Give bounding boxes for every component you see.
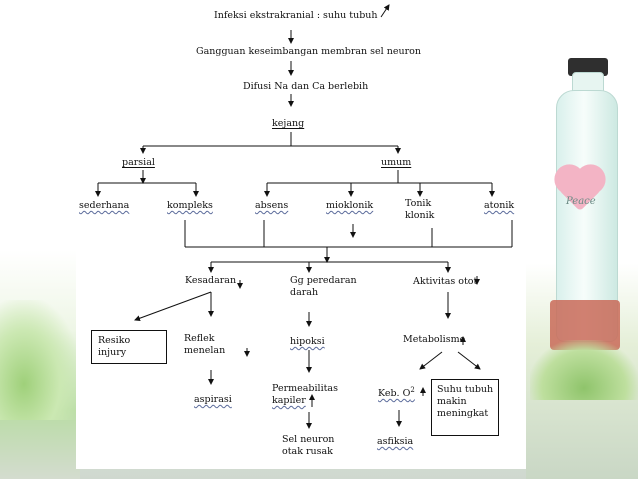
- arrow-to-resiko: [134, 291, 212, 322]
- node-permeabilitas-line2: kapiler: [272, 395, 306, 406]
- node-metabolisme: Metabolisme: [403, 334, 466, 345]
- node-infeksi: Infeksi ekstrakranial : suhu tubuh: [214, 10, 378, 22]
- bottle-cap-decoration: [568, 58, 608, 76]
- node-gg-line1: Gg peredaran: [290, 275, 357, 286]
- node-suhu-line2: makin: [437, 396, 467, 407]
- arrow-to-keb-o2: [419, 351, 443, 370]
- node-keb-o2-text: Keb. O: [378, 388, 411, 400]
- node-sederhana: sederhana: [79, 200, 130, 211]
- node-reflek-line1: Reflek: [184, 333, 215, 344]
- node-gangguan: Gangguan keseimbangan membran sel neuron: [196, 46, 421, 57]
- node-infeksi-text: Infeksi ekstrakranial : suhu tubuh: [214, 10, 378, 21]
- node-permeabilitas-line1: Permeabilitas: [272, 383, 338, 394]
- node-difusi: Difusi Na dan Ca berlebih: [243, 81, 369, 92]
- node-kompleks: kompleks: [167, 200, 213, 211]
- grass-right-decoration: [530, 340, 638, 400]
- node-reflek-line2: menelan: [184, 345, 226, 356]
- node-asfiksia: asfiksia: [377, 436, 414, 447]
- node-sel-neuron-line2: otak rusak: [282, 446, 333, 457]
- node-sel-neuron: Sel neuron otak rusak: [282, 434, 334, 458]
- node-suhu-line1: Suhu tubuh: [437, 384, 494, 395]
- grass-left-decoration: [0, 300, 80, 420]
- node-reflek-menelan: Reflek menelan: [184, 333, 225, 357]
- node-sel-neuron-line1: Sel neuron: [282, 434, 335, 445]
- node-absens: absens: [255, 200, 289, 211]
- node-gg-line2: darah: [290, 287, 319, 298]
- node-suhu-tubuh: Suhu tubuh makin meningkat: [431, 379, 499, 436]
- node-tonik-klonik: Tonik klonik: [405, 198, 434, 222]
- node-permeabilitas: Permeabilitas kapiler: [272, 383, 338, 407]
- node-keb-o2: Keb. O2: [378, 384, 415, 400]
- node-suhu-line3: meningkat: [437, 408, 489, 419]
- node-keb-o2-sup: 2: [410, 386, 415, 394]
- node-aktivitas-otot: Aktivitas otot: [413, 276, 478, 287]
- node-umum: umum: [381, 157, 412, 168]
- node-kejang: kejang: [272, 118, 305, 129]
- node-resiko-line2: injury: [98, 347, 127, 358]
- node-kesadaran: Kesadaran: [185, 275, 237, 286]
- increase-arrow: [380, 4, 390, 18]
- arrow-to-suhu: [457, 351, 481, 370]
- node-resiko-line1: Resiko: [98, 335, 131, 346]
- node-tonik-line2: klonik: [405, 210, 435, 221]
- node-tonik-line1: Tonik: [405, 198, 432, 209]
- node-resiko-injury: Resiko injury: [91, 330, 167, 364]
- node-parsial: parsial: [122, 157, 155, 168]
- bottle-label: Peace: [566, 196, 596, 207]
- node-hipoksi: hipoksi: [290, 336, 325, 347]
- node-aspirasi: aspirasi: [194, 394, 232, 405]
- node-atonik: atonik: [484, 200, 515, 211]
- node-mioklonik: mioklonik: [326, 200, 374, 211]
- node-gg-peredaran: Gg peredaran darah: [290, 275, 357, 299]
